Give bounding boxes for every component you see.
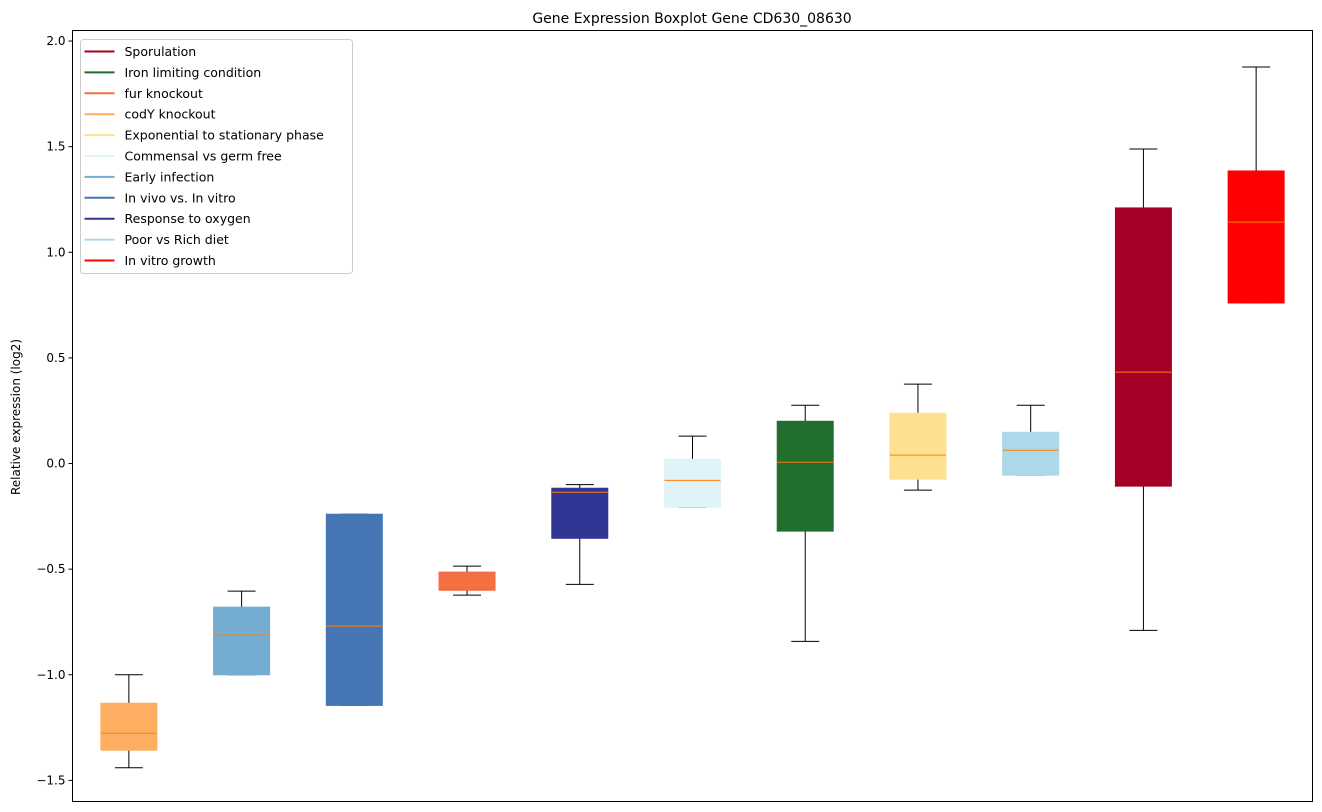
chart-title: Gene Expression Boxplot Gene CD630_08630 [532, 11, 851, 27]
box-poor-vs-rich-diet [1002, 404, 1060, 476]
legend-label: Exponential to stationary phase [125, 128, 325, 143]
box-body [1002, 431, 1060, 476]
legend-label: In vivo vs. In vitro [125, 190, 236, 205]
box-cody-knockout [100, 674, 158, 769]
legend-frame [80, 39, 353, 274]
box-body [325, 513, 383, 706]
legend-label: Commensal vs germ free [125, 149, 282, 164]
box-exponential-to-stationary-phase [889, 383, 947, 491]
box-sporulation [1114, 148, 1172, 631]
legend-label: Poor vs Rich diet [125, 232, 229, 247]
y-tick-label: 0.5 [46, 351, 65, 365]
box-body [438, 571, 496, 591]
legend-label: Early infection [125, 169, 215, 184]
box-body [776, 420, 834, 532]
legend-label: fur knockout [125, 86, 203, 101]
box-early-infection [213, 590, 271, 676]
box-body [664, 458, 721, 508]
legend-label: Iron limiting condition [125, 65, 262, 80]
box-body [1227, 170, 1285, 304]
legend-label: Response to oxygen [125, 211, 251, 226]
box-body [889, 412, 947, 480]
y-tick-label: 2.0 [46, 34, 65, 48]
y-tick-label: −1.5 [36, 773, 65, 787]
box-response-to-oxygen [551, 484, 609, 585]
y-axis-label: Relative expression (log2) [9, 339, 23, 495]
box-fur-knockout [438, 565, 496, 596]
box-body [100, 702, 158, 751]
box-in-vitro-growth [1227, 66, 1285, 304]
legend-label: Sporulation [125, 44, 197, 59]
y-tick-label: −1.0 [36, 668, 65, 682]
y-tick-label: 1.0 [46, 245, 65, 259]
box-body [1114, 207, 1172, 487]
box-body [551, 487, 609, 539]
legend-label: codY knockout [125, 107, 216, 122]
y-tick-label: 0.0 [46, 457, 65, 471]
legend-label: In vitro growth [125, 253, 216, 268]
y-tick-label: 1.5 [46, 140, 65, 154]
box-iron-limiting-condition [776, 404, 834, 642]
box-in-vivo-vs-in-vitro [325, 513, 383, 706]
box-commensal-vs-germ-free [664, 435, 721, 508]
box-body [213, 606, 271, 676]
y-tick-label: −0.5 [36, 562, 65, 576]
plot-frame [72, 30, 1313, 802]
